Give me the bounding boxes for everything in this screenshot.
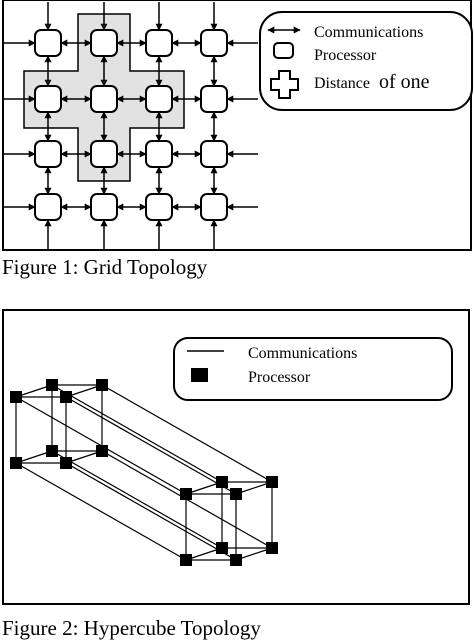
- legend-communications-label: Communications: [314, 24, 423, 41]
- legend2-communications-label: Communications: [248, 345, 357, 362]
- distance-cross-icon: [270, 70, 299, 99]
- grid-edges: [4, 2, 258, 249]
- processor-node: [216, 476, 228, 488]
- hypercube-link: [15, 462, 187, 561]
- processor-node: [230, 488, 242, 500]
- processor-node: [90, 29, 118, 57]
- processor-node: [266, 476, 278, 488]
- hypercube-link: [51, 384, 223, 483]
- hypercube-link: [65, 462, 237, 561]
- processor-node: [96, 445, 108, 457]
- processor-node: [200, 140, 228, 168]
- processor-node: [200, 85, 228, 113]
- processor-node: [34, 193, 62, 221]
- processor-node: [90, 85, 118, 113]
- processor-square-icon: [191, 368, 208, 382]
- processor-node: [266, 542, 278, 554]
- processor-node: [145, 140, 173, 168]
- hypercube-nodes: [10, 379, 278, 566]
- figure2-caption: Figure 2: Hypercube Topology: [2, 616, 261, 640]
- processor-node: [34, 140, 62, 168]
- processor-node: [145, 193, 173, 221]
- processor-node: [10, 391, 22, 403]
- processor-node: [180, 488, 192, 500]
- hypercube-link: [101, 384, 273, 483]
- figure1-caption: Figure 1: Grid Topology: [2, 255, 208, 279]
- processor-icon: [273, 42, 294, 59]
- processor-node: [145, 29, 173, 57]
- processor-node: [180, 554, 192, 566]
- processor-node: [90, 140, 118, 168]
- grid-topology-diagram: Communications Processor Distance of one: [2, 0, 473, 251]
- processor-node: [96, 379, 108, 391]
- legend-distance-suffix: of one: [379, 71, 430, 93]
- figure2-legend-box: [173, 337, 453, 401]
- processor-node: [34, 85, 62, 113]
- processor-node: [90, 193, 118, 221]
- processor-node: [60, 391, 72, 403]
- processor-node: [145, 85, 173, 113]
- processor-node: [230, 554, 242, 566]
- legend-distance-label: Distance: [314, 75, 370, 92]
- processor-node: [200, 193, 228, 221]
- legend2-processor-label: Processor: [248, 369, 311, 386]
- processor-node: [46, 379, 58, 391]
- processor-node: [46, 445, 58, 457]
- processor-node: [200, 29, 228, 57]
- hypercube-link: [51, 450, 223, 549]
- processor-node: [60, 457, 72, 469]
- grid-nodes: [34, 29, 228, 221]
- hypercube-link: [65, 396, 237, 495]
- hypercube-topology-diagram: Communications Processor: [2, 309, 470, 605]
- processor-node: [216, 542, 228, 554]
- svg-text:Distance of one: Distance of one: [314, 71, 430, 93]
- processor-node: [34, 29, 62, 57]
- processor-node: [10, 457, 22, 469]
- figure1-legend-box: [259, 11, 473, 111]
- legend-processor-label: Processor: [314, 47, 377, 64]
